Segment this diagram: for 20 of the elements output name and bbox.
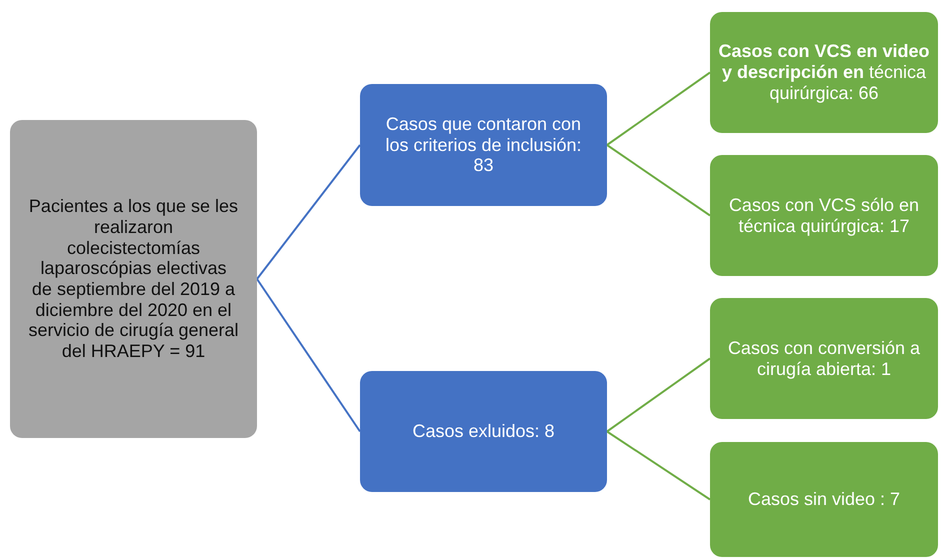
box-text: Casos exluidos: 8: [412, 421, 555, 442]
result-box: [710, 12, 938, 133]
category-box: [360, 371, 607, 492]
box-text: Casos que contaron con los criterios de inclusión: 83: [384, 114, 583, 176]
box-text: Pacientes a los que se les realizaron colecistectomías laparoscópias electivas de septiembre del 2019 a diciembre del 2020 en el servicio de cirugía general del HRAEPY = 91: [28, 196, 239, 362]
box-text: Casos con conversión a cirugía abierta: 1: [726, 338, 922, 380]
category-box: [360, 84, 607, 206]
box-text: Casos sin video : 7: [748, 489, 900, 510]
result-box: [710, 442, 938, 557]
connector-line: [606, 72, 711, 146]
result-box: [710, 155, 938, 276]
source-box: [10, 120, 257, 438]
connector-line: [606, 430, 711, 500]
box-text: Casos con VCS en video y descripción en técnica quirúrgica: 66: [717, 41, 931, 104]
connector-line: [606, 144, 711, 216]
connector-line: [606, 358, 711, 432]
box-text: Casos con VCS sólo en técnica quirúrgica: 17: [728, 194, 920, 236]
connector-line: [256, 144, 361, 280]
result-box: [710, 298, 938, 419]
connector-line: [256, 278, 361, 432]
